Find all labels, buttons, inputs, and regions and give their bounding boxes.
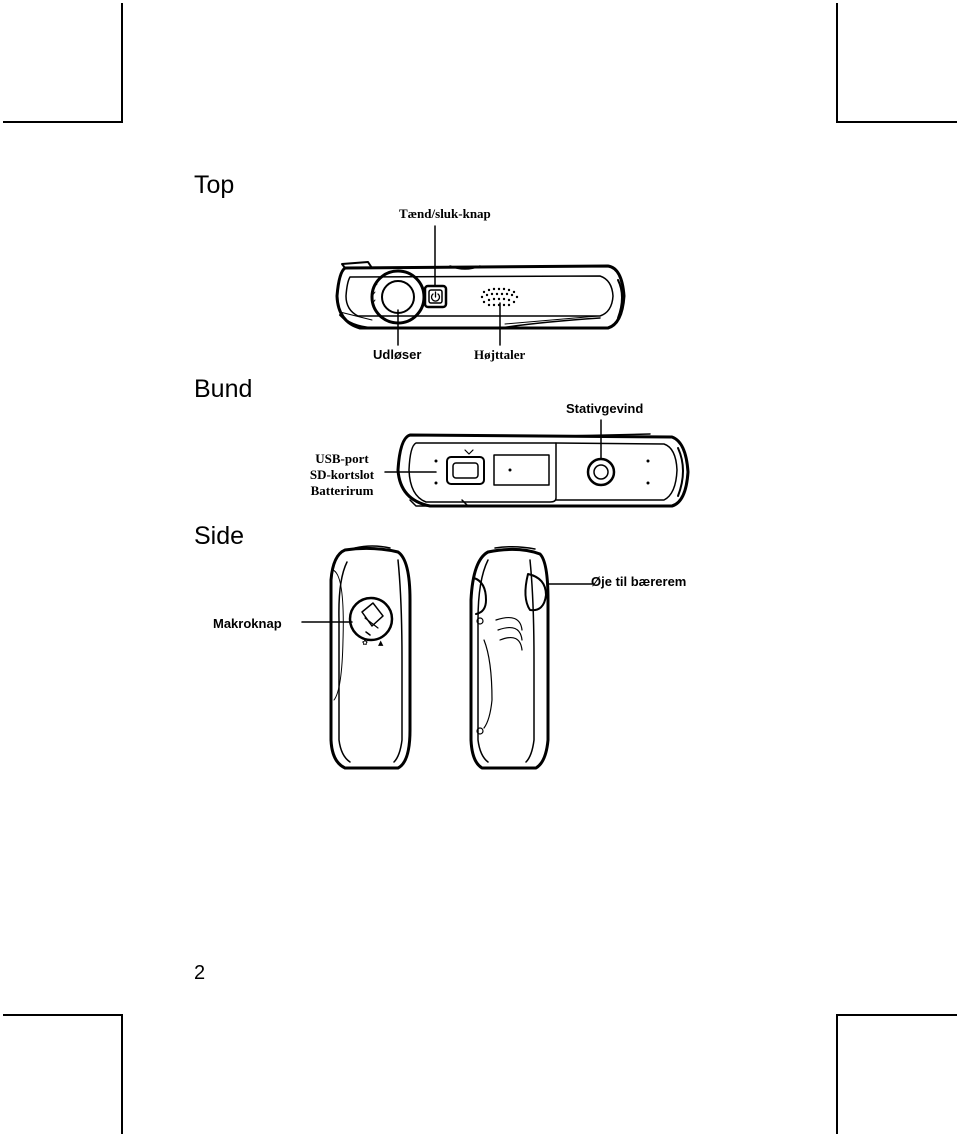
label-strap-eyelet: Øje til bærerem <box>591 574 687 589</box>
crop-mark-top-left-v <box>121 3 123 123</box>
crop-mark-bottom-left-v <box>121 1014 123 1134</box>
camera-side-view-left: ✿ ▲ <box>301 545 412 770</box>
crop-mark-bottom-left-h <box>3 1014 123 1016</box>
label-tripod-socket: Stativgevind <box>566 401 644 416</box>
label-battery-compartment: Batterirum <box>310 483 374 498</box>
crop-mark-top-right-v <box>836 3 838 123</box>
svg-text:▲: ▲ <box>378 639 384 647</box>
label-power-button: Tænd/sluk-knap <box>399 206 491 221</box>
label-sd-card-slot: SD-kortslot <box>309 467 375 482</box>
label-macro-button: Makroknap <box>213 616 282 631</box>
label-usb-sd-battery: USB-port SD-kortslot Batterirum <box>300 451 384 499</box>
camera-side-view-right <box>469 545 593 770</box>
crop-mark-top-left-h <box>3 121 123 123</box>
crop-mark-top-right-h <box>836 121 957 123</box>
page-number: 2 <box>194 962 206 984</box>
label-speaker: Højttaler <box>474 347 526 362</box>
heading-side: Side <box>194 522 245 550</box>
label-usb-port: USB-port <box>315 451 369 466</box>
crop-mark-bottom-right-v <box>836 1014 838 1134</box>
camera-bottom-view <box>384 419 690 508</box>
label-shutter: Udløser <box>373 347 422 362</box>
camera-top-view <box>335 225 626 346</box>
heading-top: Top <box>194 171 235 199</box>
heading-bottom: Bund <box>194 375 253 403</box>
svg-text:✿: ✿ <box>362 639 368 647</box>
crop-mark-bottom-right-h <box>836 1014 957 1016</box>
